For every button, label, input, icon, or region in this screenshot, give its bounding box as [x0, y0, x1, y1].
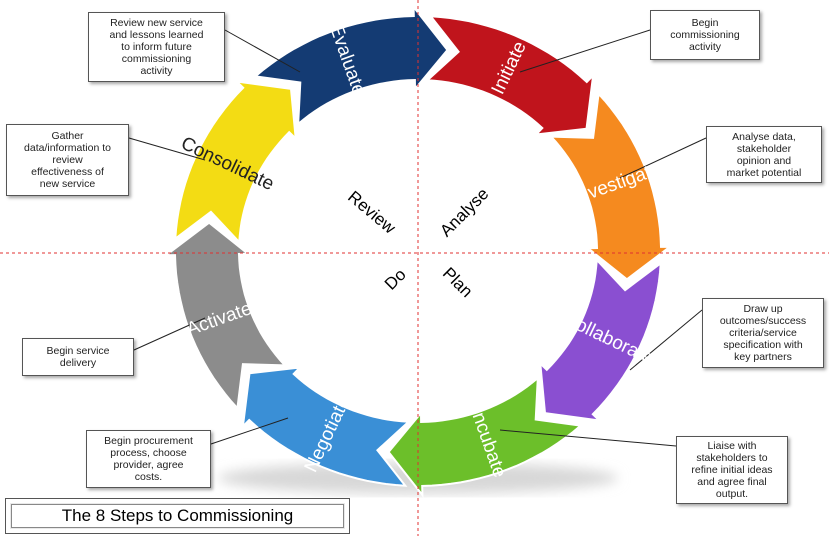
note-consolidate: Gather data/information to review effect…	[6, 124, 129, 196]
leader-line-negotiate	[210, 417, 289, 445]
leader-line-initiate	[519, 29, 651, 73]
note-initiate: Begin commissioning activity	[650, 10, 760, 60]
arrow-negotiate	[241, 366, 412, 487]
note-collaborate: Draw up outcomes/success criteria/servic…	[702, 298, 824, 368]
arrow-evaluate	[253, 4, 449, 127]
quadrant-analyse: Analyse	[436, 184, 492, 240]
note-evaluate: Review new service and lessons learned t…	[88, 12, 225, 82]
arrow-initiate	[424, 15, 595, 136]
note-activate: Begin service delivery	[22, 338, 134, 376]
arrow-incubate	[387, 375, 583, 498]
leader-line-investigate	[619, 137, 707, 179]
callout-leader-lines	[128, 29, 707, 447]
leader-line-collaborate	[629, 309, 703, 371]
quadrant-plan: Plan	[439, 264, 476, 301]
leader-line-incubate	[499, 429, 677, 447]
arrow-consolidate	[174, 80, 297, 245]
quadrant-do: Do	[381, 265, 410, 294]
arrow-collaborate	[539, 257, 662, 422]
leader-line-consolidate	[128, 137, 206, 161]
quadrant-review: Review	[344, 187, 399, 238]
leader-line-evaluate	[224, 29, 301, 73]
leader-line-activate	[133, 317, 206, 351]
title-box: The 8 Steps to Commissioning	[5, 498, 350, 534]
note-incubate: Liaise with stakeholders to refine initi…	[676, 436, 788, 504]
note-negotiate: Begin procurement process, choose provid…	[86, 430, 211, 488]
cycle-segments	[162, 4, 674, 498]
arrow-investigate	[548, 91, 674, 281]
page-title: The 8 Steps to Commissioning	[11, 504, 344, 528]
arrow-activate	[162, 221, 288, 411]
note-investigate: Analyse data, stakeholder opinion and ma…	[706, 126, 822, 183]
